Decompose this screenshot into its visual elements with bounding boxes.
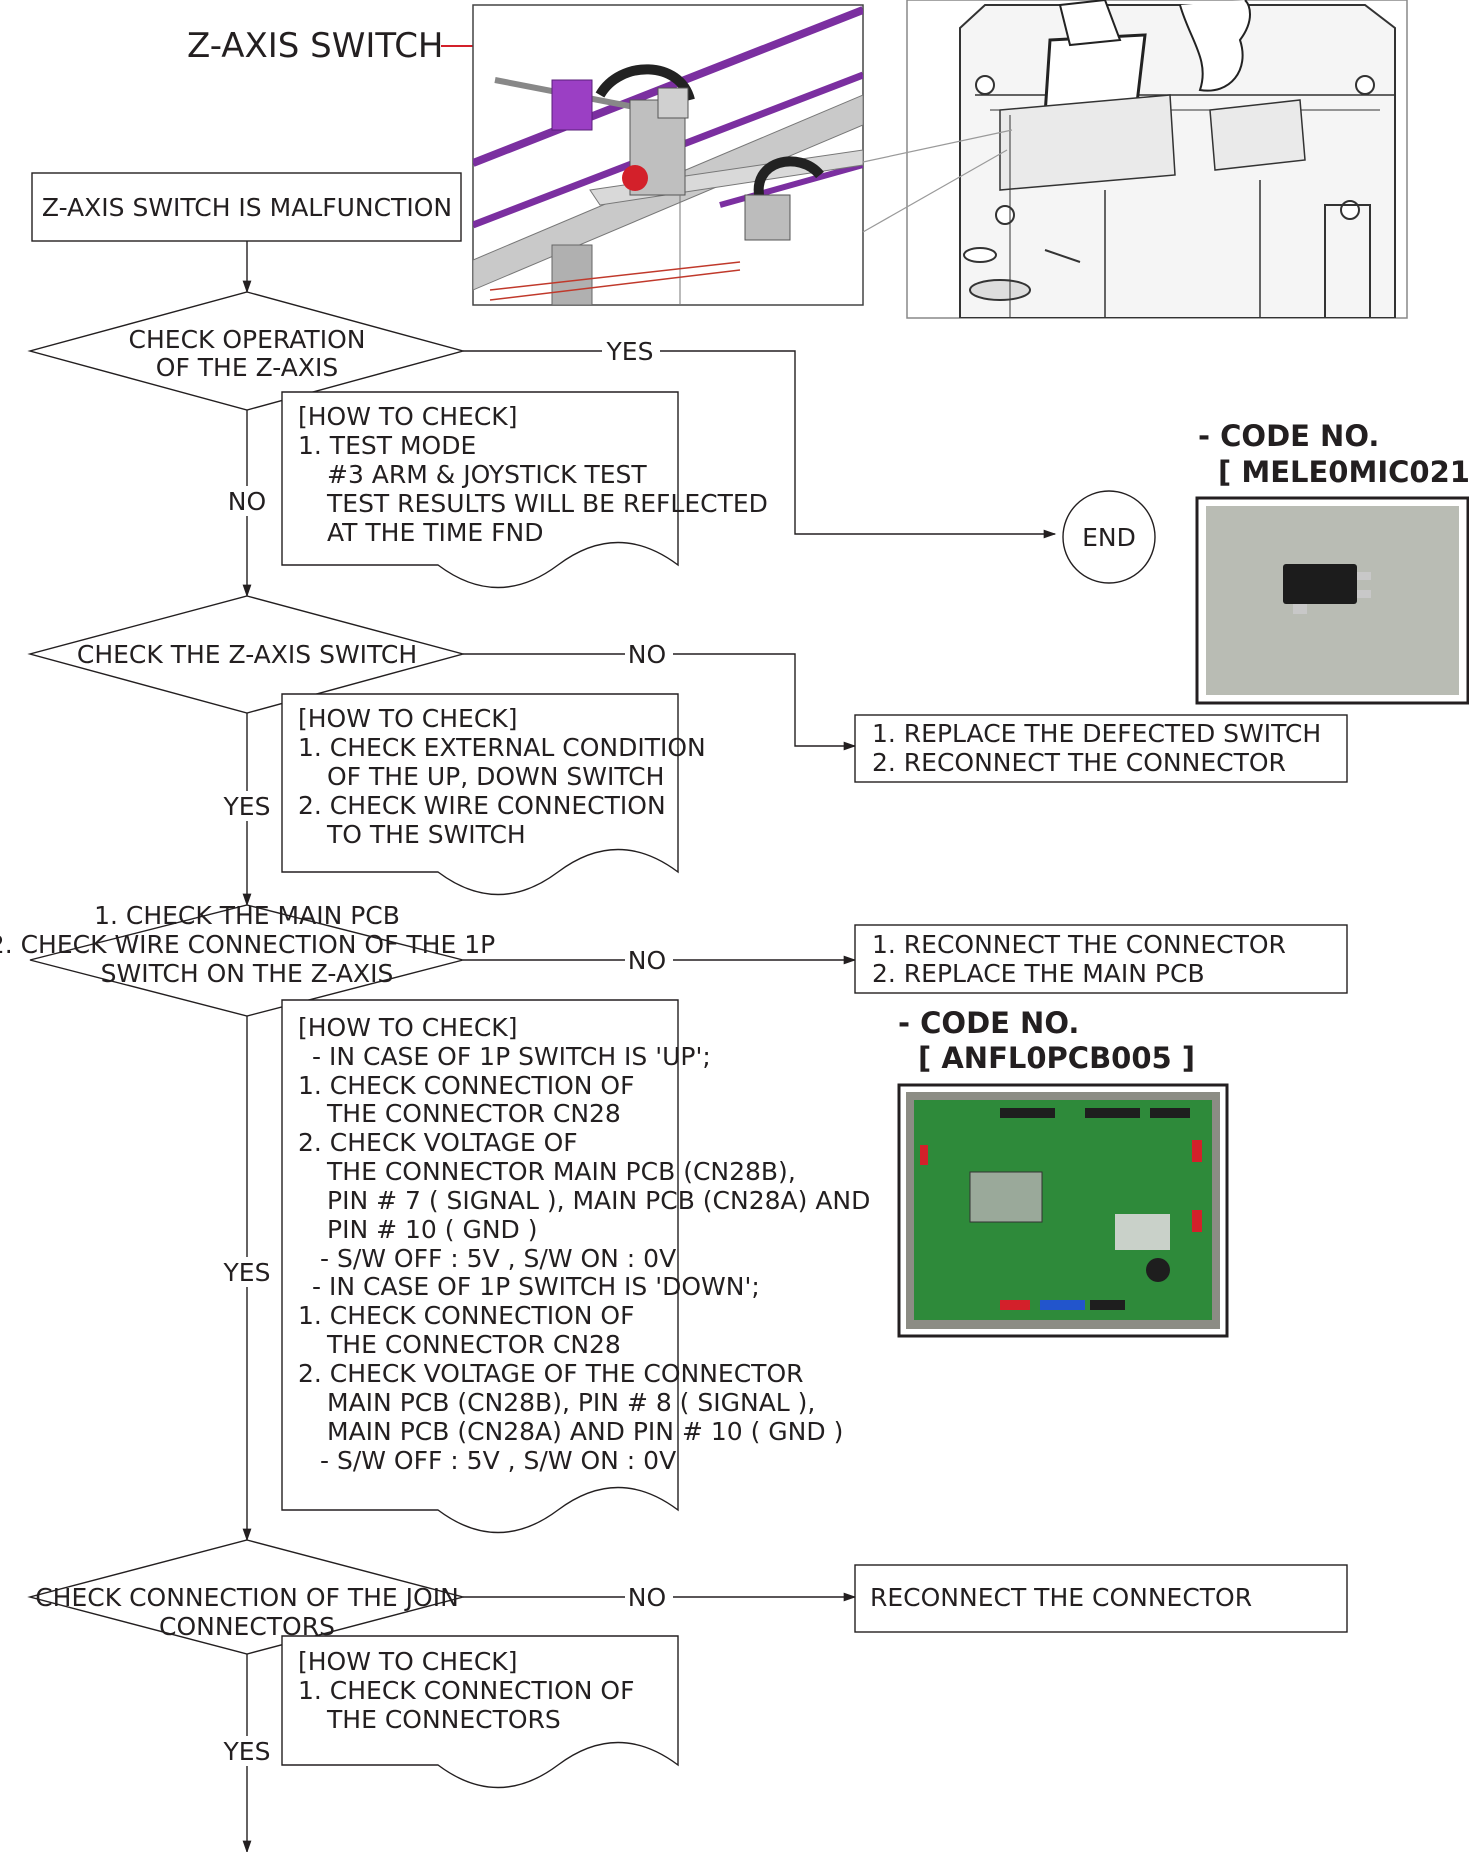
d1-no-label: NO (228, 487, 266, 516)
action1-l1: 1. REPLACE THE DEFECTED SWITCH (872, 719, 1321, 748)
d1-yes-label: YES (606, 337, 654, 366)
note3-l16: - S/W OFF : 5V , S/W ON : 0V (320, 1446, 676, 1475)
note3-l1: [HOW TO CHECK] (298, 1013, 517, 1042)
code2-label: - CODE NO. (898, 1006, 1079, 1040)
d2-yes-label: YES (223, 792, 271, 821)
action2-l2: 2. REPLACE THE MAIN PCB (872, 959, 1205, 988)
decision2-line1: CHECK THE Z-AXIS SWITCH (77, 640, 417, 669)
note3-l12: THE CONNECTOR CN28 (326, 1330, 621, 1359)
note3-l6: THE CONNECTOR MAIN PCB (CN28B), (326, 1157, 796, 1186)
note3-l5: 2. CHECK VOLTAGE OF (298, 1128, 578, 1157)
note1-l5: AT THE TIME FND (327, 518, 543, 547)
note1-l3: #3 ARM & JOYSTICK TEST (327, 460, 647, 489)
note3-l9: - S/W OFF : 5V , S/W ON : 0V (320, 1244, 676, 1273)
note3-l2: - IN CASE OF 1P SWITCH IS 'UP'; (312, 1042, 711, 1071)
decision1-line1: CHECK OPERATION (129, 325, 366, 354)
diagram-title: Z-AXIS SWITCH (187, 26, 444, 66)
note2-l2: 1. CHECK EXTERNAL CONDITION (298, 733, 706, 762)
d2-no-label: NO (628, 640, 666, 669)
note2-l3: OF THE UP, DOWN SWITCH (327, 762, 664, 791)
note3-l14: MAIN PCB (CN28B), PIN # 8 ( SIGNAL ), (327, 1388, 815, 1417)
note3-l13: 2. CHECK VOLTAGE OF THE CONNECTOR (298, 1359, 804, 1388)
note1-l1: [HOW TO CHECK] (298, 402, 517, 431)
action2-l1: 1. RECONNECT THE CONNECTOR (872, 930, 1286, 959)
note4-l2: 1. CHECK CONNECTION OF (298, 1676, 634, 1705)
note4-l1: [HOW TO CHECK] (298, 1647, 517, 1676)
note2-l1: [HOW TO CHECK] (298, 704, 517, 733)
code2-value: [ ANFL0PCB005 ] (918, 1041, 1195, 1075)
note2-l4: 2. CHECK WIRE CONNECTION (298, 791, 666, 820)
cabinet-illustration (907, 0, 1407, 318)
code1-value: [ MELE0MIC021 ] (1218, 455, 1469, 489)
d3-yes-label: YES (223, 1258, 271, 1287)
z-axis-gantry-illustration (473, 5, 863, 305)
note1-l4: TEST RESULTS WILL BE REFLECTED (326, 489, 768, 518)
d3-no-label: NO (628, 946, 666, 975)
note4-l3: THE CONNECTORS (326, 1705, 561, 1734)
main-pcb-photo (899, 1085, 1227, 1336)
note3-l3: 1. CHECK CONNECTION OF (298, 1071, 634, 1100)
end-label: END (1082, 523, 1136, 552)
decision1-line2: OF THE Z-AXIS (156, 353, 338, 382)
action1-l2: 2. RECONNECT THE CONNECTOR (872, 748, 1286, 777)
decision3-line2: 2. CHECK WIRE CONNECTION OF THE 1P (0, 930, 495, 959)
note3-l7: PIN # 7 ( SIGNAL ), MAIN PCB (CN28A) AND (327, 1186, 870, 1215)
note3-l11: 1. CHECK CONNECTION OF (298, 1301, 634, 1330)
decision4-line1: CHECK CONNECTION OF THE JOIN (35, 1583, 459, 1612)
start-box-label: Z-AXIS SWITCH IS MALFUNCTION (42, 193, 452, 222)
d4-no-label: NO (628, 1583, 666, 1612)
micro-switch-photo (1197, 498, 1468, 703)
decision3-line1: 1. CHECK THE MAIN PCB (94, 901, 400, 930)
decision3-line3: SWITCH ON THE Z-AXIS (101, 959, 394, 988)
note3-l15: MAIN PCB (CN28A) AND PIN # 10 ( GND ) (327, 1417, 843, 1446)
d4-yes-label: YES (223, 1737, 271, 1766)
note3-l8: PIN # 10 ( GND ) (327, 1215, 537, 1244)
code1-label: - CODE NO. (1198, 419, 1379, 453)
note1-l2: 1. TEST MODE (298, 431, 476, 460)
note3-l10: - IN CASE OF 1P SWITCH IS 'DOWN'; (312, 1272, 760, 1301)
note2-l5: TO THE SWITCH (326, 820, 526, 849)
note3-l4: THE CONNECTOR CN28 (326, 1099, 621, 1128)
action3-label: RECONNECT THE CONNECTOR (870, 1583, 1252, 1612)
